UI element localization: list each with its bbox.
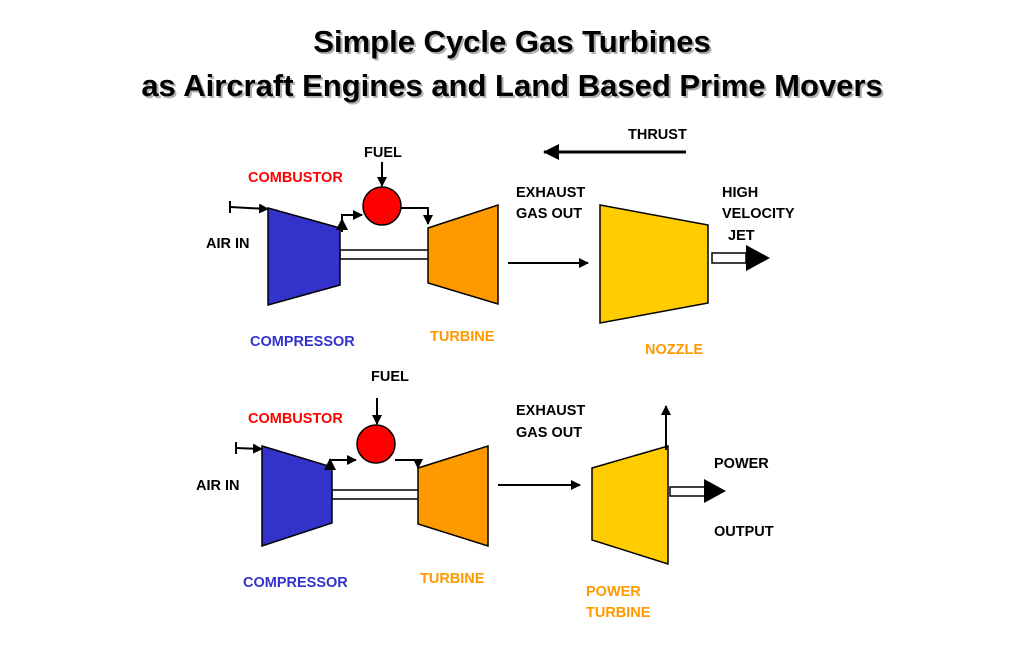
thrust-label: THRUST (628, 127, 687, 143)
title-line-1: Simple Cycle Gas Turbines (313, 24, 711, 59)
jet-label-line2: VELOCITY (722, 206, 795, 222)
air-in-arrow (235, 443, 263, 454)
combustor-shape (356, 424, 396, 464)
compressor-shape (267, 207, 341, 306)
turbine-shape (427, 203, 499, 306)
fuel-label: FUEL (364, 145, 402, 161)
nozzle-shape (599, 204, 709, 324)
jet-label-line1: HIGH (722, 185, 758, 201)
power-turbine-label-line2: TURBINE (586, 605, 651, 621)
title-line-2: as Aircraft Engines and Land Based Prime… (141, 68, 883, 103)
combustor-label: COMBUSTOR (248, 411, 343, 427)
combustor-label: COMBUSTOR (248, 170, 343, 186)
compressor-label: COMPRESSOR (243, 575, 348, 591)
jet-label-line3: JET (728, 228, 755, 244)
power-turbine-label-line1: POWER (586, 584, 641, 600)
turbine-label: TURBINE (430, 329, 495, 345)
jet-arrow-head (746, 245, 770, 271)
exhaust-label-line1: EXHAUST (516, 185, 585, 201)
shaft (331, 489, 421, 500)
turbine-shape (417, 444, 489, 548)
compressor-label: COMPRESSOR (250, 334, 355, 350)
nozzle-label: NOZZLE (645, 342, 703, 358)
turbine-label: TURBINE (420, 571, 485, 587)
output-label: OUTPUT (714, 524, 774, 540)
land-based-diagram: FUEL COMBUSTOR AIR IN EXHAUST GAS OUT PO… (196, 369, 774, 621)
power-label: POWER (714, 456, 769, 472)
compressor-outlet-arrowhead (336, 218, 348, 230)
air-in-label: AIR IN (206, 236, 250, 252)
combustor-to-turbine-arrow (395, 459, 423, 469)
fuel-label: FUEL (371, 369, 409, 385)
air-in-arrow (229, 203, 269, 214)
jet-arrow-shaft (711, 252, 747, 264)
aircraft-engine-diagram: THRUST FUEL COMBUSTOR AIR IN EXHAUST G (206, 127, 795, 358)
combustor-shape (362, 186, 402, 226)
combustor-to-turbine-arrow (401, 207, 433, 225)
shaft (339, 249, 431, 260)
power-arrow-shaft (669, 486, 707, 497)
compressor-shape (261, 444, 333, 548)
exhaust-label-line2: GAS OUT (516, 206, 582, 222)
exhaust-label-line1: EXHAUST (516, 403, 585, 419)
power-arrow-head (704, 479, 726, 503)
compressor-outlet-arrowhead (324, 458, 336, 470)
air-in-label: AIR IN (196, 478, 240, 494)
power-turbine-shape (591, 445, 669, 566)
exhaust-label-line2: GAS OUT (516, 425, 582, 441)
